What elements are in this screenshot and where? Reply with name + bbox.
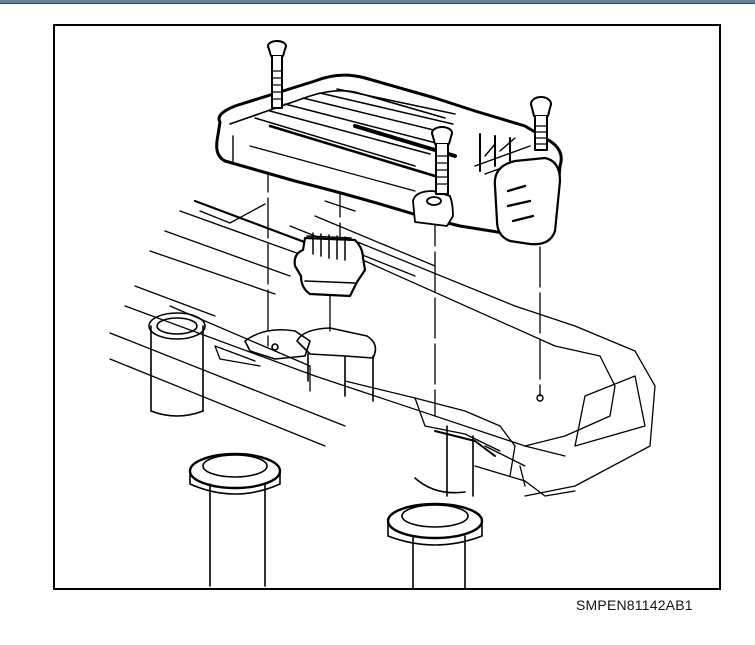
wiring-connector xyxy=(293,232,367,298)
pad-left xyxy=(244,328,311,360)
mounting-bracket xyxy=(109,199,656,497)
mounting-bolt-left xyxy=(267,40,287,109)
technical-illustration xyxy=(109,40,656,588)
boss-left xyxy=(148,312,206,417)
figure-frame xyxy=(53,24,721,590)
mounting-ear xyxy=(412,190,454,227)
module-connector xyxy=(493,156,562,246)
window-top-bar xyxy=(0,0,755,4)
connector-socket xyxy=(296,327,377,402)
module-housing xyxy=(215,73,563,240)
mounting-bolt-center xyxy=(431,126,453,195)
coil-tower-right xyxy=(386,425,484,588)
coil-tower-left xyxy=(188,452,282,587)
mounting-bolt-right xyxy=(530,96,552,151)
figure-caption: SMPEN81142AB1 xyxy=(576,597,693,613)
